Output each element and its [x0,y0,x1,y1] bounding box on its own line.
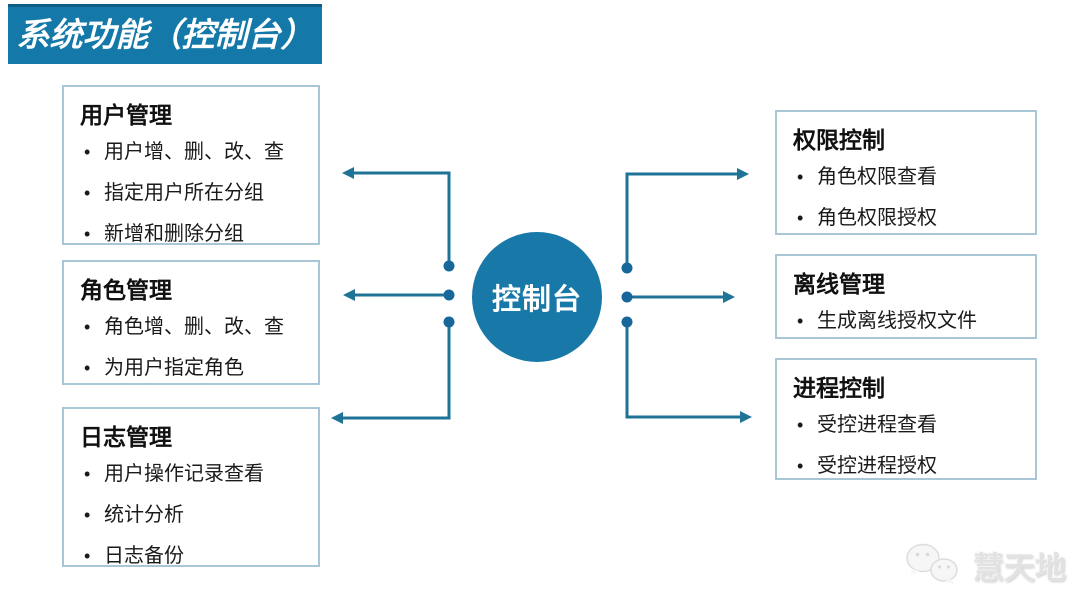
console-hub-label: 控制台 [491,284,582,316]
feature-item: 为用户指定角色 [78,355,304,381]
feature-item-label: 角色权限授权 [817,207,937,229]
box-log-management: 日志管理 用户操作记录查看 统计分析 日志备份 [62,407,320,569]
feature-item-label: 角色增、删、改、查 [104,316,284,338]
watermark: 慧天地 [901,540,1066,590]
feature-item-label: 角色权限查看 [817,166,937,188]
feature-item-label: 生成离线授权文件 [817,310,977,332]
feature-list: 用户增、删、改、查 指定用户所在分组 新增和删除分组 [78,139,304,247]
feature-item: 受控进程授权 [791,453,1021,479]
feature-list: 角色增、删、改、查 为用户指定角色 [78,314,304,381]
feature-item: 用户操作记录查看 [78,461,304,487]
feature-item: 生成离线授权文件 [791,308,1021,334]
feature-item: 指定用户所在分组 [78,180,304,206]
box-title-user-management: 用户管理 [80,102,172,128]
page-title: 系统功能（控制台） [8,4,322,64]
feature-item-label: 统计分析 [104,504,184,526]
feature-item: 统计分析 [78,502,304,528]
feature-list: 角色权限查看 角色权限授权 [791,164,1021,231]
box-user-management: 用户管理 用户增、删、改、查 指定用户所在分组 新增和删除分组 [62,85,320,247]
box-title-process-control: 进程控制 [793,375,885,401]
watermark-text: 慧天地 [973,550,1066,586]
feature-item: 角色权限授权 [791,205,1021,231]
feature-item-label: 受控进程查看 [817,414,937,436]
feature-item-label: 日志备份 [104,545,184,567]
box-offline-management: 离线管理 生成离线授权文件 [775,254,1037,339]
box-role-management: 角色管理 角色增、删、改、查 为用户指定角色 [62,260,320,385]
feature-list: 受控进程查看 受控进程授权 [791,412,1021,479]
box-title-permission-control: 权限控制 [793,127,885,153]
box-title-log-management: 日志管理 [80,424,172,450]
feature-item-label: 新增和删除分组 [104,223,244,245]
box-title-role-management: 角色管理 [80,277,172,303]
wechat-logo-icon [906,543,958,585]
box-process-control: 进程控制 受控进程查看 受控进程授权 [775,358,1037,480]
box-permission-control: 权限控制 角色权限查看 角色权限授权 [775,110,1037,235]
feature-item-label: 用户增、删、改、查 [104,141,284,163]
feature-item: 新增和删除分组 [78,221,304,247]
feature-item-label: 为用户指定角色 [104,357,244,379]
feature-item-label: 受控进程授权 [817,455,937,477]
feature-list: 用户操作记录查看 统计分析 日志备份 [78,461,304,569]
console-hub-circle: 控制台 [472,232,602,362]
feature-item-label: 用户操作记录查看 [104,463,264,485]
feature-item: 受控进程查看 [791,412,1021,438]
feature-item: 用户增、删、改、查 [78,139,304,165]
feature-item: 角色增、删、改、查 [78,314,304,340]
feature-list: 生成离线授权文件 [791,308,1021,334]
box-title-offline-management: 离线管理 [793,271,885,297]
feature-item: 角色权限查看 [791,164,1021,190]
feature-item-label: 指定用户所在分组 [104,182,264,204]
feature-item: 日志备份 [78,543,304,569]
